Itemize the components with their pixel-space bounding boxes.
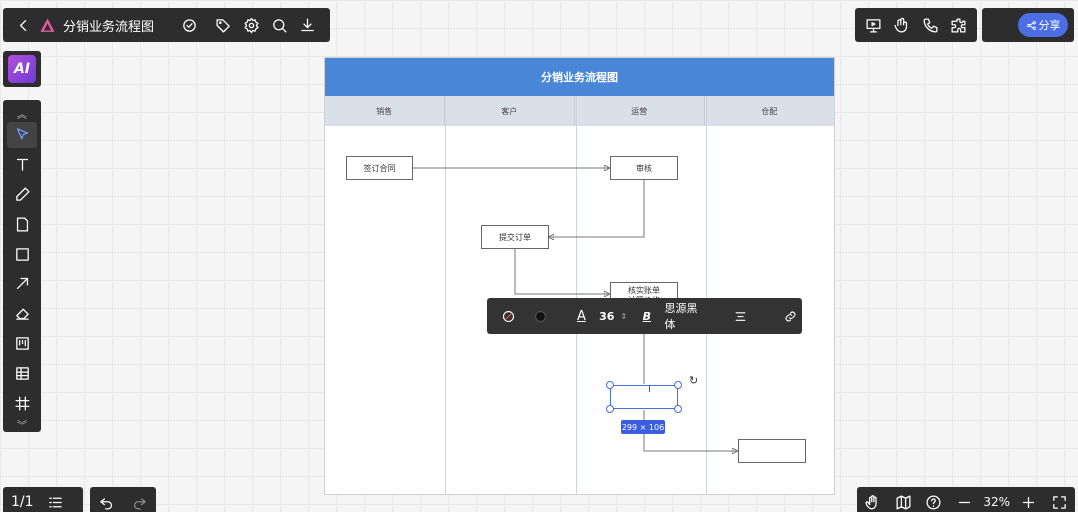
- tag-icon[interactable]: [211, 13, 235, 37]
- connectors: [413, 58, 836, 496]
- search-icon[interactable]: [267, 13, 291, 37]
- rotate-icon[interactable]: ↻: [689, 374, 699, 387]
- gesture-icon[interactable]: [890, 13, 914, 37]
- shape-tool-icon[interactable]: [7, 241, 37, 267]
- logo-icon: [35, 13, 59, 37]
- text-color-icon[interactable]: A: [576, 308, 586, 324]
- node-sign-contract[interactable]: 签订合同: [346, 156, 413, 180]
- fullscreen-icon[interactable]: [1048, 490, 1072, 512]
- help-icon[interactable]: [922, 490, 946, 512]
- bold-icon[interactable]: B: [642, 309, 651, 323]
- resize-handle[interactable]: [674, 381, 682, 389]
- zoom-out-icon[interactable]: [953, 490, 977, 512]
- font-size-value[interactable]: 36: [599, 309, 615, 323]
- lane-customer[interactable]: 客户: [445, 96, 576, 126]
- plugin-icon[interactable]: [947, 13, 971, 37]
- link-icon[interactable]: [779, 304, 802, 328]
- share-label: 分享: [1038, 19, 1061, 32]
- flowchart-canvas[interactable]: 分销业务流程图 销售 客户 运营 仓配 签订合同 审核 提交订单 核实账单 计算…: [324, 57, 835, 495]
- text-format-toolbar: A 36 ⇕ B 思源黑体: [487, 298, 802, 334]
- resize-handle[interactable]: [606, 381, 614, 389]
- ai-container: AI: [3, 51, 41, 87]
- lane-divider: [706, 96, 707, 494]
- redo-icon[interactable]: [128, 490, 152, 512]
- node-warehouse[interactable]: [738, 439, 806, 463]
- ai-button[interactable]: AI: [8, 55, 36, 83]
- document-title[interactable]: 分销业务流程图: [63, 19, 155, 35]
- size-badge: 299 × 106: [621, 420, 665, 434]
- frame-tool-icon[interactable]: [7, 390, 37, 416]
- no-fill-icon[interactable]: [497, 304, 520, 328]
- collapse-down-icon[interactable]: ︾: [17, 421, 27, 433]
- minimap-icon[interactable]: [891, 490, 915, 512]
- undo-icon[interactable]: [95, 490, 119, 512]
- font-family[interactable]: 思源黑体: [664, 302, 698, 331]
- left-toolbar: ︽ ︾: [3, 100, 41, 432]
- lane-divider: [445, 96, 446, 494]
- select-tool-icon[interactable]: [7, 122, 37, 148]
- hand-icon[interactable]: [860, 490, 884, 512]
- resize-handle[interactable]: [606, 405, 614, 413]
- share-button[interactable]: 分享: [1018, 13, 1068, 37]
- saved-status-icon: [177, 13, 201, 37]
- top-right-tools: [855, 8, 977, 42]
- font-size-stepper-icon[interactable]: ⇕: [620, 311, 628, 321]
- page-indicator[interactable]: 1/1: [11, 494, 34, 510]
- back-icon[interactable]: [11, 13, 35, 37]
- top-left-bar: 分销业务流程图: [3, 8, 330, 42]
- page-list-icon[interactable]: [44, 490, 68, 512]
- lane-operations[interactable]: 运营: [575, 96, 705, 126]
- present-icon[interactable]: [861, 13, 885, 37]
- text-cursor-icon: I: [648, 384, 651, 395]
- lanes-header: 销售 客户 运营 仓配: [325, 96, 834, 126]
- board-tool-icon[interactable]: [7, 331, 37, 357]
- connector-submit-verify: [514, 249, 609, 294]
- note-tool-icon[interactable]: [7, 211, 37, 237]
- node-submit-order[interactable]: 提交订单: [481, 225, 549, 249]
- lane-sales[interactable]: 销售: [325, 96, 445, 126]
- history-controls: [90, 487, 156, 512]
- phone-icon[interactable]: [918, 13, 942, 37]
- lane-warehouse[interactable]: 仓配: [761, 106, 778, 116]
- download-icon[interactable]: [295, 13, 319, 37]
- arrow-tool-icon[interactable]: [7, 271, 37, 297]
- collapse-up-icon[interactable]: ︽: [17, 109, 27, 121]
- connector-review-submit: [549, 180, 645, 237]
- node-review[interactable]: 审核: [610, 156, 678, 180]
- border-color-icon[interactable]: [528, 304, 551, 328]
- share-container: 分享: [982, 8, 1074, 42]
- align-center-icon[interactable]: [729, 304, 752, 328]
- table-tool-icon[interactable]: [7, 360, 37, 386]
- page-navigator: 1/1: [3, 487, 83, 512]
- zoom-level[interactable]: 32%: [983, 495, 1011, 509]
- settings-icon[interactable]: [239, 13, 263, 37]
- share-icon: [1026, 20, 1036, 30]
- selected-node[interactable]: [610, 385, 678, 409]
- eraser-tool-icon[interactable]: [7, 301, 37, 327]
- zoom-controls: 32%: [857, 487, 1075, 512]
- resize-handle[interactable]: [674, 405, 682, 413]
- pen-tool-icon[interactable]: [7, 182, 37, 208]
- text-tool-icon[interactable]: [7, 152, 37, 178]
- lane-divider: [576, 96, 577, 494]
- chart-title[interactable]: 分销业务流程图: [325, 58, 834, 96]
- zoom-in-icon[interactable]: [1017, 490, 1041, 512]
